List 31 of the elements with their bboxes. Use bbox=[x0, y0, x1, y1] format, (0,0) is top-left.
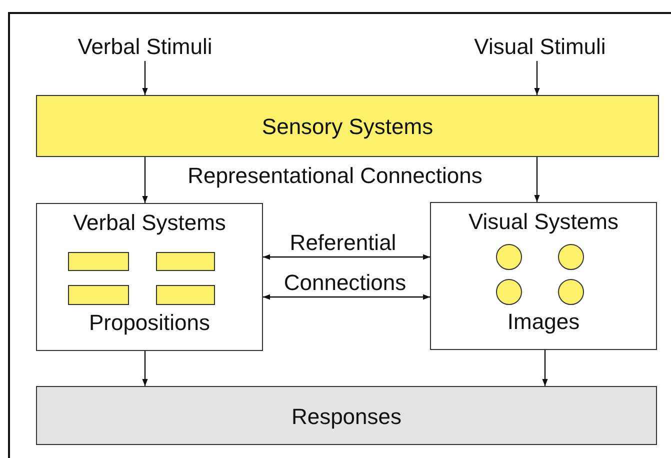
arrow bbox=[142, 351, 148, 386]
node-caption: Images bbox=[506, 309, 581, 335]
image-circle bbox=[496, 244, 522, 270]
sensory-box bbox=[36, 95, 659, 157]
node-title: Verbal Stimuli bbox=[76, 34, 214, 60]
arrow bbox=[142, 157, 148, 203]
proposition-rect bbox=[68, 252, 129, 271]
image-circle bbox=[496, 279, 522, 305]
arrow bbox=[542, 350, 548, 386]
node-title: Verbal Systems bbox=[72, 210, 227, 236]
node-caption: Propositions bbox=[88, 310, 212, 336]
connection-label: Representational Connections bbox=[188, 163, 482, 189]
arrow bbox=[142, 61, 148, 95]
proposition-rect bbox=[68, 285, 129, 305]
image-circle bbox=[558, 244, 584, 270]
arrow bbox=[534, 61, 540, 95]
arrow bbox=[263, 254, 430, 260]
responses-box bbox=[36, 386, 657, 445]
node-title: Sensory Systems bbox=[260, 114, 434, 140]
node-title: Visual Stimuli bbox=[473, 34, 607, 60]
connection-label: Referential bbox=[290, 230, 396, 256]
arrow bbox=[263, 294, 430, 300]
arrow bbox=[534, 157, 540, 202]
connection-label: Connections bbox=[284, 270, 406, 296]
proposition-rect bbox=[156, 285, 215, 305]
node-title: Visual Systems bbox=[468, 209, 620, 235]
proposition-rect bbox=[156, 252, 215, 271]
system-box bbox=[430, 202, 657, 350]
system-box bbox=[36, 203, 263, 351]
image-circle bbox=[558, 279, 584, 305]
node-title: Responses bbox=[290, 404, 403, 430]
